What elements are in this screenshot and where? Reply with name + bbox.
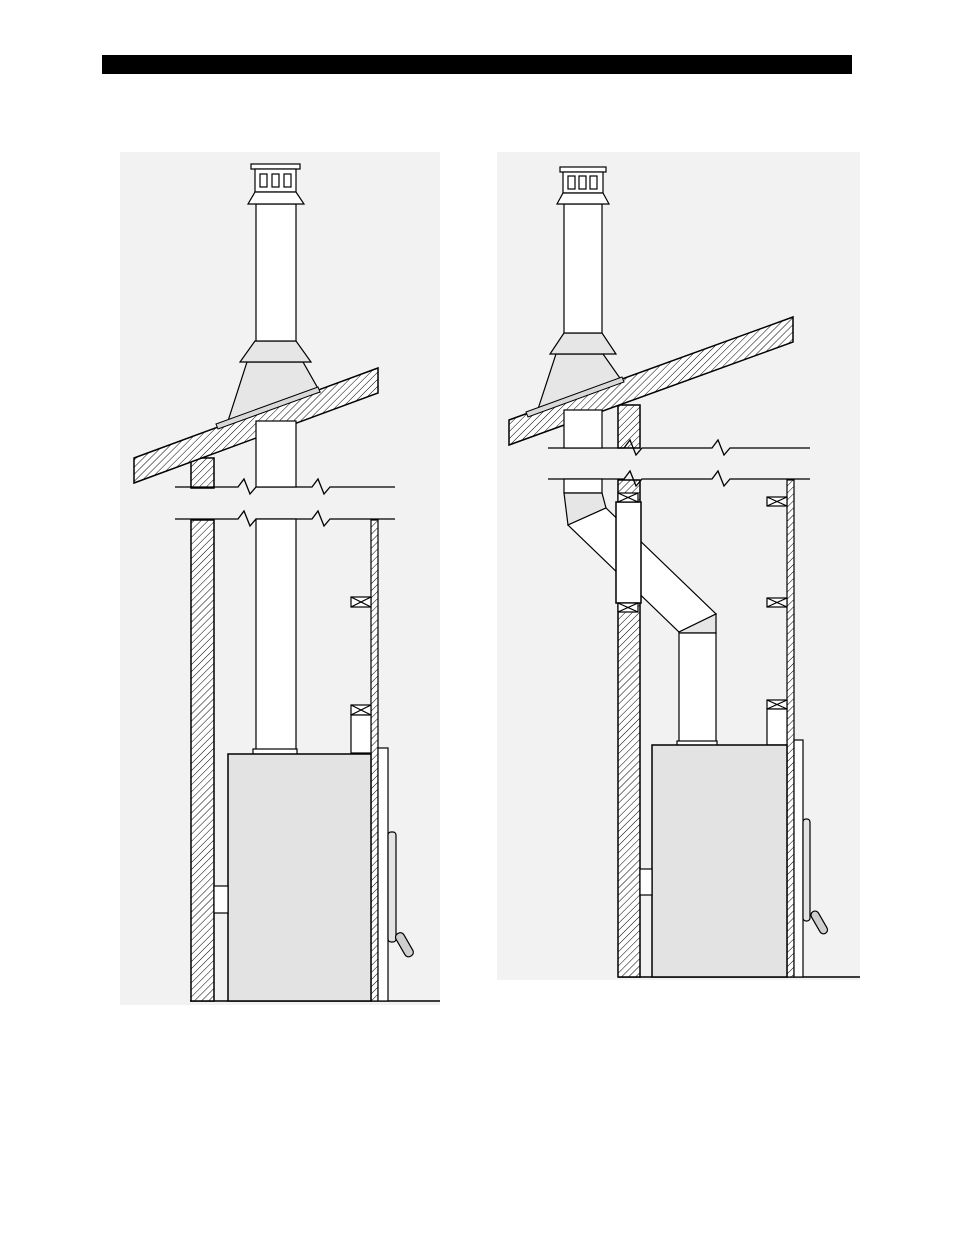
left-stove bbox=[214, 748, 415, 1001]
stove-door bbox=[388, 832, 396, 942]
stove-body bbox=[652, 745, 787, 977]
stove-side-vent bbox=[640, 869, 652, 895]
right-panel bbox=[497, 152, 860, 980]
stove-front-panel bbox=[378, 748, 388, 1001]
left-right-wall-hatched bbox=[371, 520, 378, 1001]
right-wall-hatched bbox=[618, 405, 640, 977]
left-wall-hatched bbox=[191, 458, 214, 1001]
wall-thimble bbox=[616, 502, 641, 603]
stove-door bbox=[803, 819, 810, 921]
left-panel bbox=[120, 152, 440, 1005]
chimney-cap-icon bbox=[557, 167, 609, 204]
right-stove bbox=[640, 740, 829, 977]
stove-body bbox=[228, 754, 371, 1001]
stove-front-panel bbox=[794, 740, 803, 977]
stove-side-vent bbox=[214, 886, 228, 913]
left-flue-pipe bbox=[253, 204, 297, 755]
chimney-cap-icon bbox=[248, 164, 304, 204]
right-right-wall-hatched bbox=[787, 480, 794, 977]
